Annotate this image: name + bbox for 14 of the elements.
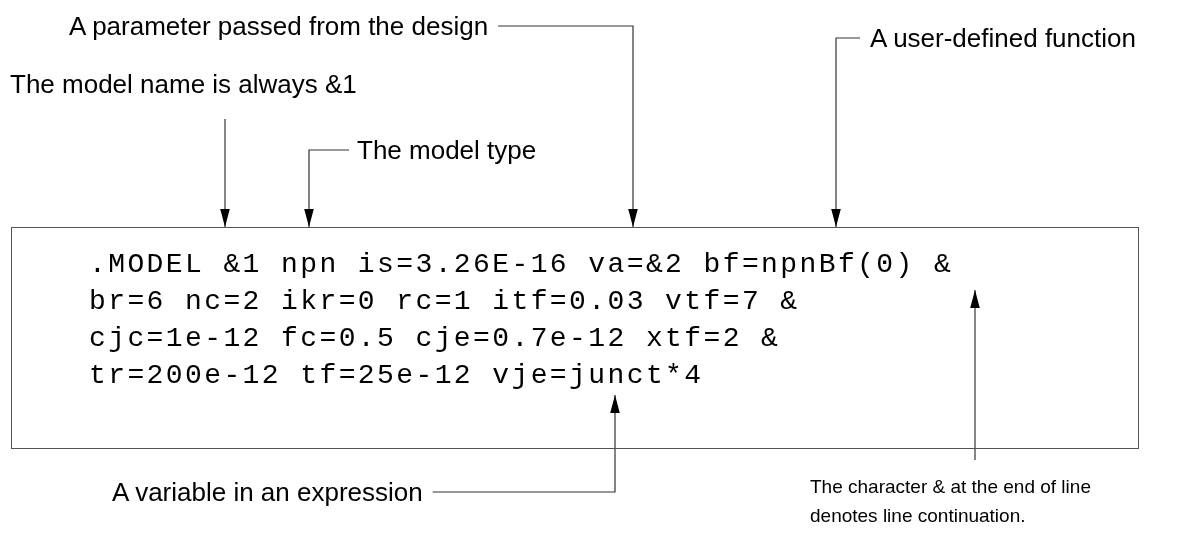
leader-line (220, 118, 230, 228)
leader-line (970, 289, 980, 461)
code-box (11, 227, 1139, 449)
annotation-text: The model type (357, 135, 537, 165)
leader-line (497, 25, 638, 228)
leader-line (304, 149, 350, 228)
annotation-text: A user-defined function (870, 23, 1136, 53)
annotation-text: A parameter passed from the design (69, 11, 489, 41)
leader-line (432, 394, 620, 493)
leader-line (831, 37, 861, 228)
annotation-text: The model name is always &1 (10, 69, 357, 99)
code-listing: .MODEL &1 npn is=3.26E-16 va=&2 bf=npnBf(0) & br=6 nc=2 ikr=0 rc=1 itf=0.03 vtf=7 & cjc=1e-12 fc=0.5 cje=0.7e-12 xtf=2 & tr=200e-12 tf=25e-12 vje=junct*4 (89, 248, 955, 393)
annotation-text: The character & at the end of line denotes line continuation. (810, 472, 1110, 530)
annotation-text: A variable in an expression (112, 477, 423, 507)
